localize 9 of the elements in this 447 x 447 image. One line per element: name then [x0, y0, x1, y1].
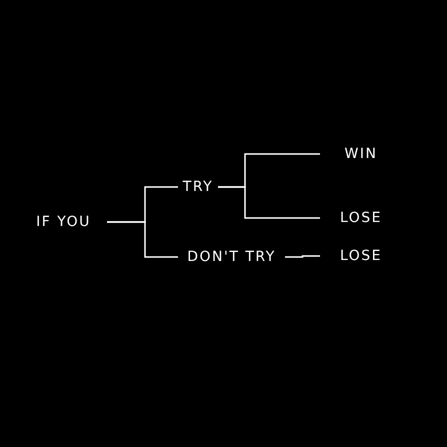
- connector-line: [107, 221, 178, 258]
- branch-label: TRY: [182, 180, 214, 194]
- branch-label: LOSE: [340, 249, 382, 263]
- connector-line: [285, 255, 320, 258]
- connector-line: [218, 186, 320, 219]
- branch-label: DON'T TRY: [187, 250, 276, 264]
- branch-label: WIN: [344, 147, 378, 161]
- branch-label: LOSE: [340, 211, 382, 225]
- branch-label: IF YOU: [36, 215, 91, 229]
